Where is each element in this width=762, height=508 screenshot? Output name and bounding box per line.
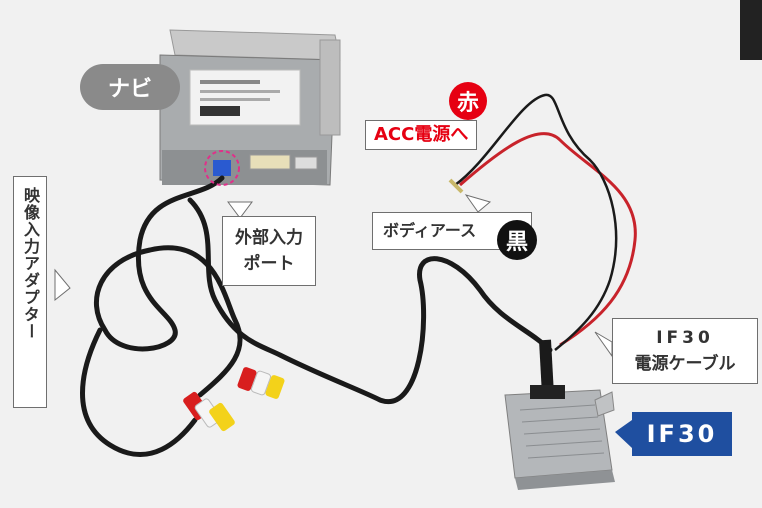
if30-tag-text: IF30 (646, 420, 718, 448)
if30-unit (504, 385, 615, 490)
red-wire (459, 132, 637, 347)
red-badge-label: 赤 (456, 91, 479, 116)
if30-tag: IF30 (632, 412, 732, 456)
if30-power-cable-label: IF30 電源ケーブル (612, 318, 758, 384)
acc-power-label: ACC電源へ (365, 120, 478, 150)
port-highlight-circle (204, 150, 240, 186)
external-input-line2: ポート (243, 254, 295, 274)
av-cable (94, 175, 243, 398)
red-badge: 赤 (449, 82, 487, 120)
if30-cable-line1: IF30 (656, 328, 714, 348)
rca-plugs (183, 367, 285, 432)
navi-unit (159, 29, 341, 186)
video-adapter-label: 映像入力アダプター (13, 176, 47, 408)
body-ground-text: ボディアース (383, 221, 477, 240)
black-badge-label: 黒 (505, 230, 528, 255)
video-adapter-text: 映像入力アダプター (21, 187, 40, 340)
external-input-line1: 外部入力 (235, 228, 303, 248)
navi-label: ナビ (107, 77, 152, 102)
navi-badge: ナビ (80, 64, 180, 110)
acc-power-text: ACC電源へ (374, 124, 469, 145)
black-wire (454, 93, 618, 351)
if30-cable-line2: 電源ケーブル (634, 354, 736, 374)
external-input-port-label: 外部入力 ポート (222, 216, 316, 286)
black-badge: 黒 (497, 220, 537, 260)
